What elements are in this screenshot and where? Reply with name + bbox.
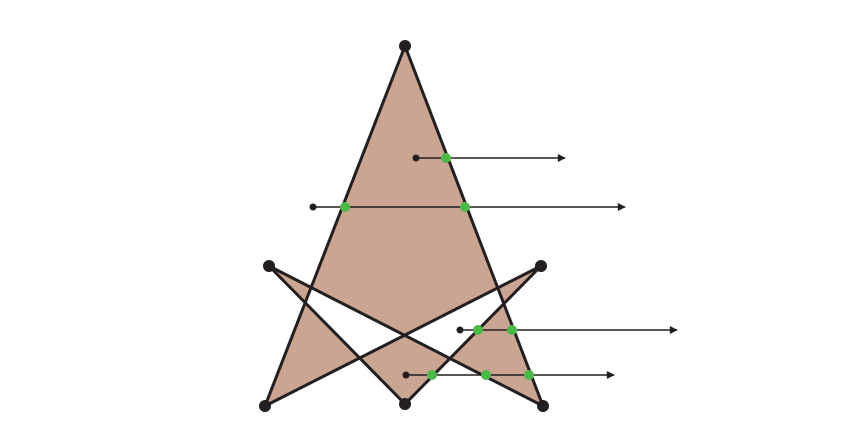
polygon-vertex-5 xyxy=(535,260,547,272)
ray-4-origin-point xyxy=(402,371,410,379)
ray-2-intersection-1 xyxy=(340,202,350,212)
polygon-vertex-4 xyxy=(399,398,411,410)
polygon-vertex-1 xyxy=(399,40,411,52)
ray-3-intersection-1 xyxy=(473,325,483,335)
ray-4-intersection-1 xyxy=(427,370,437,380)
ray-3-intersection-2 xyxy=(507,325,517,335)
ray-2-intersection-2 xyxy=(460,202,470,212)
polygon-vertex-2 xyxy=(537,400,549,412)
intersection-points xyxy=(340,153,534,380)
ray-2-origin-point xyxy=(309,203,317,211)
self-intersecting-polygon xyxy=(262,41,546,410)
ray-1-intersection-1 xyxy=(441,153,451,163)
ray-1-origin-point xyxy=(412,154,420,162)
polygon-vertex-6 xyxy=(259,400,271,412)
polygon-vertex-3 xyxy=(263,260,275,272)
ray-4-intersection-3 xyxy=(524,370,534,380)
polygon-vertices xyxy=(259,40,549,412)
ray-4-intersection-2 xyxy=(481,370,491,380)
ray-3-origin-point xyxy=(456,326,464,334)
